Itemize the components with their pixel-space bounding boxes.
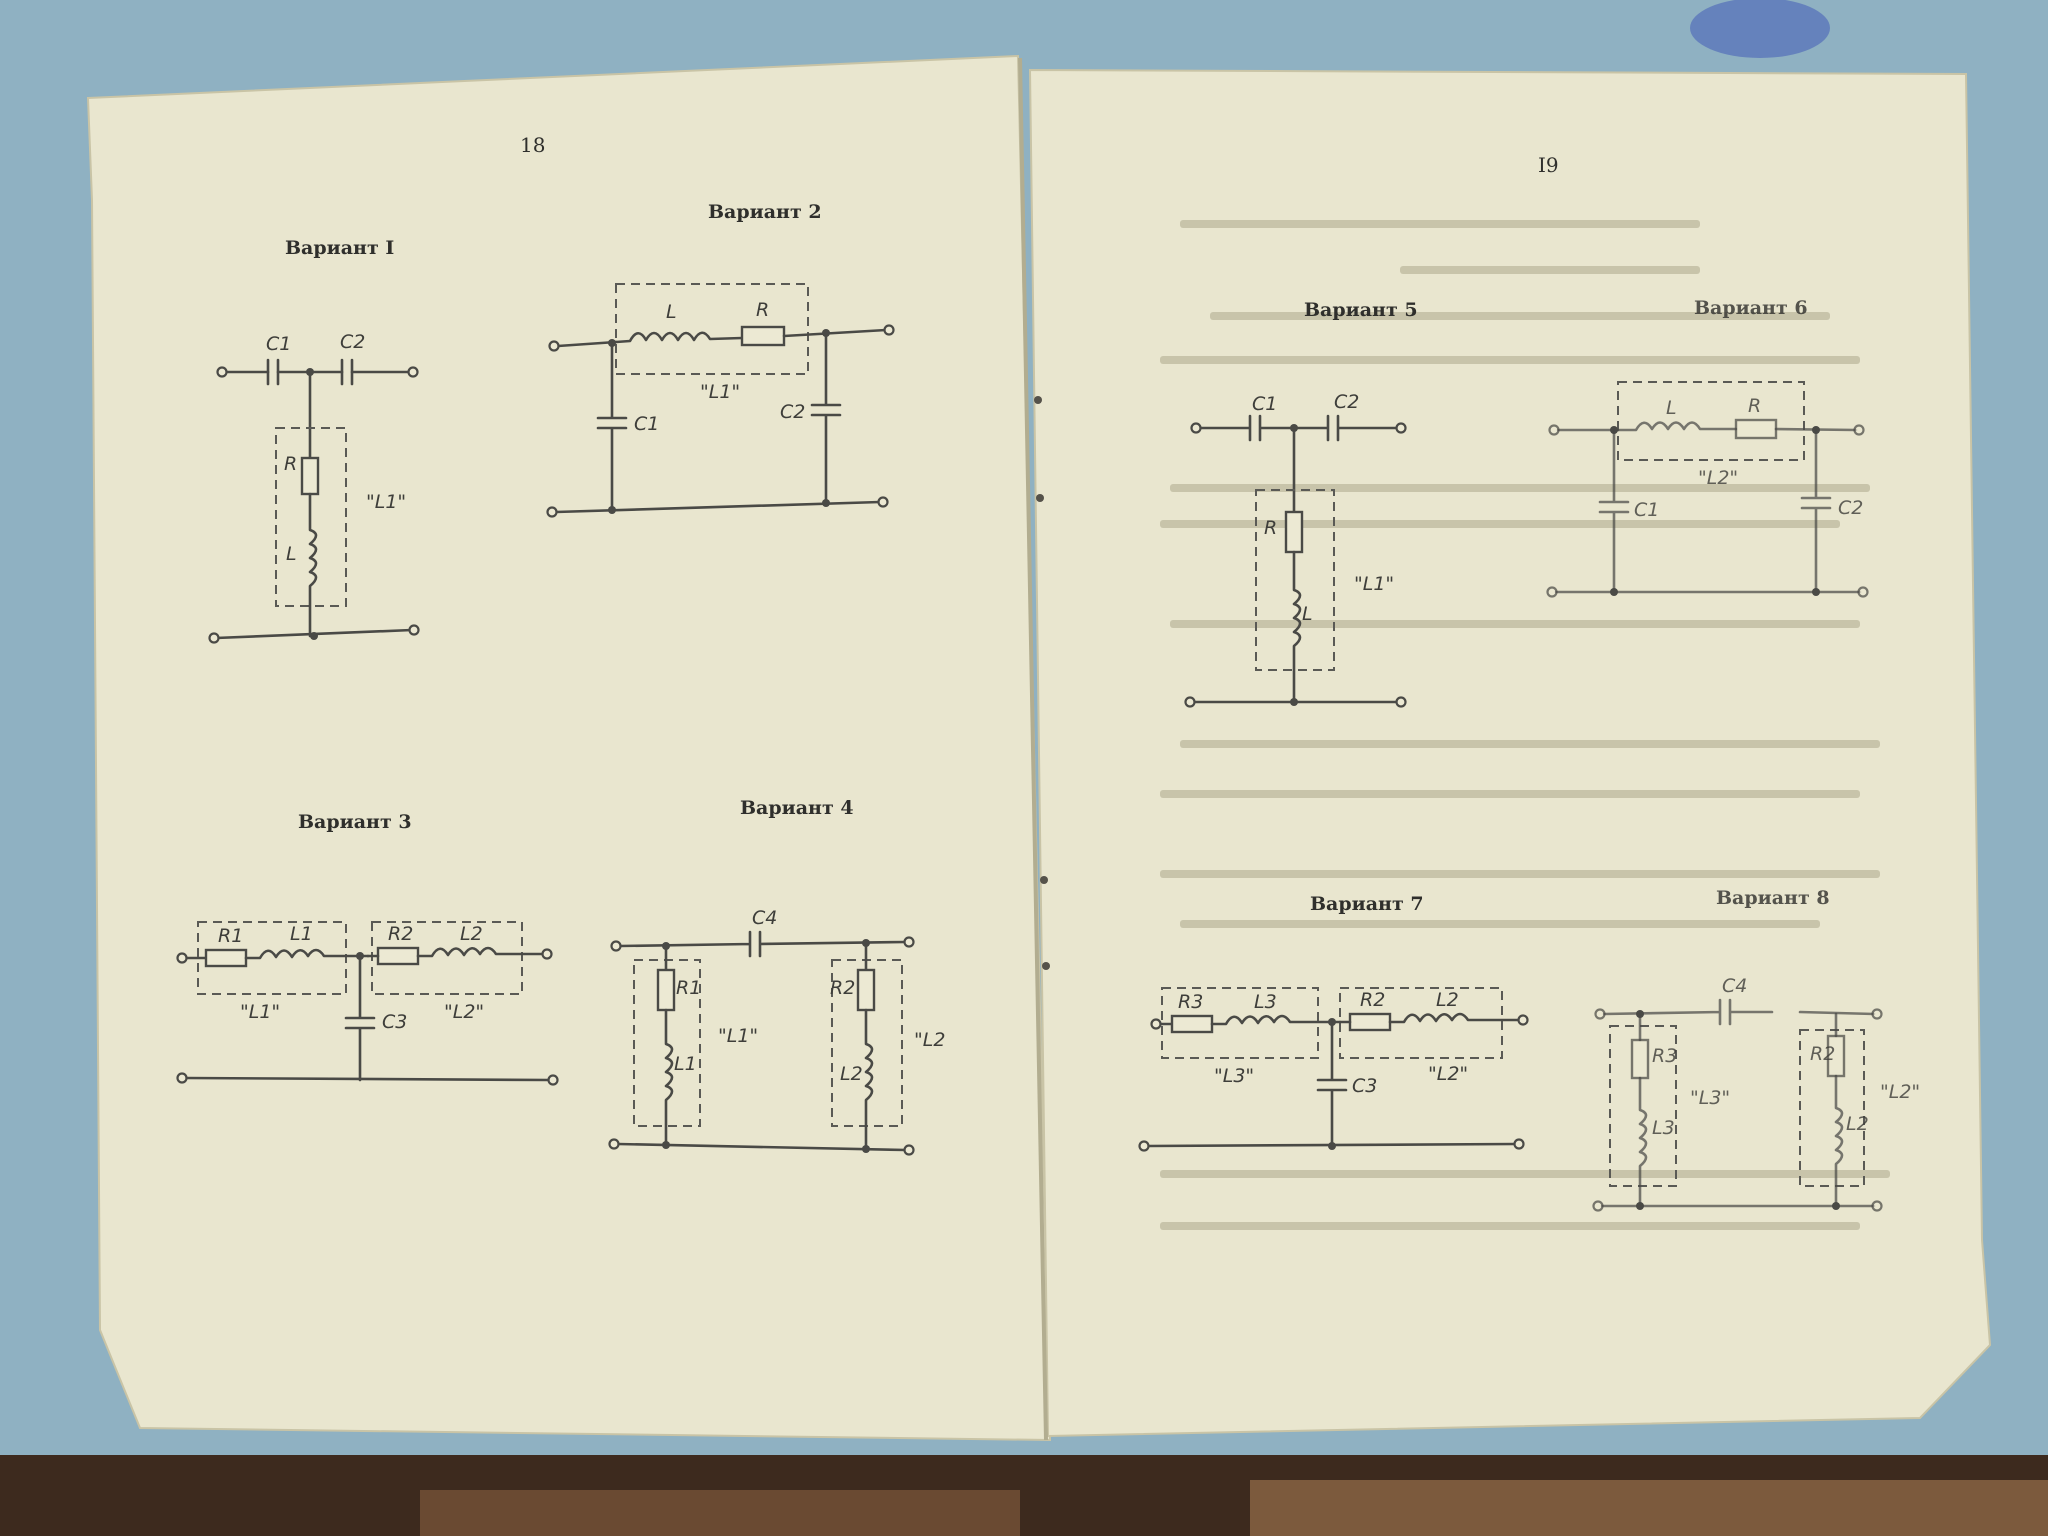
variant-8-circuit: Вариант 8 C4 R3 L3 R2 L2 "L3" "L2" — [1592, 887, 1920, 1212]
v8-c4-label: C4 — [1722, 975, 1747, 997]
v4-r2-label: R2 — [830, 977, 855, 999]
v5-group-label: "L1" — [1354, 573, 1394, 595]
variant-8-title: Вариант 8 — [1716, 887, 1830, 909]
variant-6-title: Вариант 6 — [1694, 297, 1808, 319]
variant-5-title: Вариант 5 — [1304, 299, 1418, 321]
variant-2-circuit: Вариант 2 L R "L1" C1 C2 — [546, 201, 895, 518]
v2-group-label: "L1" — [700, 381, 740, 403]
right-page-number: I9 — [1538, 153, 1559, 177]
variant-4-title: Вариант 4 — [740, 797, 854, 819]
variant-2-title: Вариант 2 — [708, 201, 822, 223]
v4-r1-label: R1 — [676, 977, 701, 999]
variant-5-circuit: Вариант 5 C1 C2 R L "L1" — [1184, 299, 1418, 708]
v5-l-label: L — [1302, 603, 1313, 625]
v5-c1-label: C1 — [1252, 393, 1277, 415]
v7-g1-label: "L3" — [1214, 1065, 1254, 1087]
v6-c2-label: C2 — [1838, 497, 1863, 519]
variant-3-title: Вариант 3 — [298, 811, 412, 833]
v2-r-label: R — [756, 299, 769, 321]
right-page-sheet — [1028, 68, 1992, 1438]
v3-g1-label: "L1" — [240, 1001, 280, 1023]
variant-1-title: Вариант I — [285, 237, 394, 259]
v7-r2-label: R2 — [1360, 989, 1385, 1011]
v1-c1-label: C1 — [266, 333, 291, 355]
v5-c2-label: C2 — [1334, 391, 1359, 413]
v8-g1-label: "L3" — [1690, 1087, 1730, 1109]
v1-r-label: R — [284, 453, 297, 475]
v7-l3-label: L3 — [1254, 991, 1277, 1013]
v4-g1-label: "L1" — [718, 1025, 758, 1047]
v8-r3-label: R3 — [1652, 1045, 1677, 1067]
v7-r3-label: R3 — [1178, 991, 1203, 1013]
v8-l2-label: L2 — [1846, 1113, 1869, 1135]
v4-l1-label: L1 — [674, 1053, 697, 1075]
v4-c4-label: C4 — [752, 907, 777, 929]
v7-l2-label: L2 — [1436, 989, 1459, 1011]
v3-l2-label: L2 — [460, 923, 483, 945]
v6-l-label: L — [1666, 397, 1677, 419]
v7-c3-label: C3 — [1352, 1075, 1377, 1097]
variant-1-circuit: Вариант I C1 C2 R L "L1" — [208, 237, 420, 644]
v8-g2-label: "L2" — [1880, 1081, 1920, 1103]
faint-show-through-text — [1160, 220, 1890, 1230]
variant-7-title: Вариант 7 — [1310, 893, 1424, 915]
v6-r-label: R — [1748, 395, 1761, 417]
v4-g2-label: "L2 — [914, 1029, 945, 1051]
v1-c2-label: C2 — [340, 331, 365, 353]
v2-c2-label: C2 — [780, 401, 805, 423]
v7-g2-label: "L2" — [1428, 1063, 1468, 1085]
v3-g2-label: "L2" — [444, 1001, 484, 1023]
v5-r-label: R — [1264, 517, 1277, 539]
v8-r2-label: R2 — [1810, 1043, 1835, 1065]
v4-l2-label: L2 — [840, 1063, 863, 1085]
v6-c1-label: C1 — [1634, 499, 1659, 521]
v3-c3-label: C3 — [382, 1011, 407, 1033]
v8-l3-label: L3 — [1652, 1117, 1675, 1139]
v1-l-label: L — [286, 543, 297, 565]
v1-group-label: "L1" — [366, 491, 406, 513]
variant-4-circuit: Вариант 4 C4 R1 L1 R2 L2 "L1" "L2 — [608, 797, 945, 1156]
left-page-number: 18 — [520, 133, 545, 157]
v2-c1-label: C1 — [634, 413, 659, 435]
variant-7-circuit: Вариант 7 R3 L3 R2 L2 "L3" "L2" C3 — [1138, 893, 1529, 1152]
v3-r1-label: R1 — [218, 925, 243, 947]
variant-6-circuit: Вариант 6 L R "L2" C1 C2 — [1546, 297, 1869, 598]
v3-l1-label: L1 — [290, 923, 313, 945]
v6-group-label: "L2" — [1698, 467, 1738, 489]
v3-r2-label: R2 — [388, 923, 413, 945]
left-page-sheet — [86, 54, 1052, 1442]
variant-3-circuit: Вариант 3 R1 L1 R2 L2 "L1" "L2" C3 — [176, 811, 559, 1086]
v2-l-label: L — [666, 301, 677, 323]
